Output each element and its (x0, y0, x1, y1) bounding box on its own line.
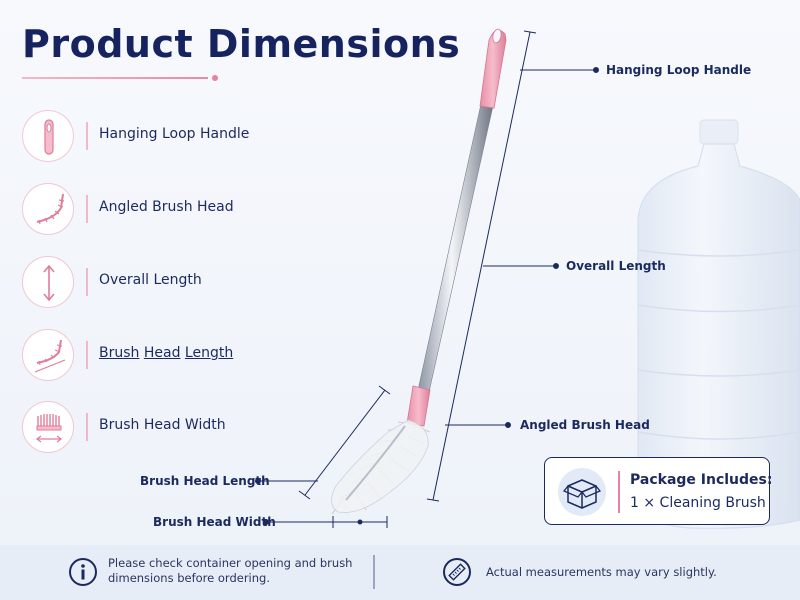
feature-separator (86, 341, 88, 369)
package-heading: Package Includes: (630, 472, 773, 488)
footer-divider (373, 555, 375, 589)
feature-brush-head-length: Brush Head Length (22, 329, 322, 385)
feature-label: Brush Head Width (99, 417, 226, 433)
feature-separator (86, 195, 88, 223)
callout-overall-length: Overall Length (566, 259, 666, 273)
title-underline (22, 77, 208, 79)
package-item: 1 × Cleaning Brush (630, 495, 766, 511)
footer-note-measurements: Actual measurements may vary slightly. (486, 565, 717, 579)
box-icon (558, 468, 606, 516)
feature-separator (86, 122, 88, 150)
footer-bar: Please check container opening and brush… (0, 545, 800, 600)
footer-note-check: Please check container opening and brush… (108, 556, 353, 585)
overall-length-icon (22, 256, 74, 308)
feature-separator (86, 268, 88, 296)
callout-hanging-loop-handle: Hanging Loop Handle (606, 63, 752, 77)
callout-angled-brush-head: Angled Brush Head (520, 418, 650, 432)
brush-head-length-icon (22, 329, 74, 381)
package-separator (618, 471, 620, 513)
feature-angled-brush-head: Angled Brush Head (22, 183, 322, 239)
feature-hanging-loop-handle: Hanging Loop Handle (22, 110, 322, 166)
angled-brush-head-icon (22, 183, 74, 235)
feature-label: Brush Head Length (99, 345, 234, 361)
feature-overall-length: Overall Length (22, 256, 322, 312)
ruler-icon (443, 558, 471, 586)
callout-brush-head-length: Brush Head Length (140, 474, 270, 488)
package-includes-box: Package Includes: 1 × Cleaning Brush (544, 457, 773, 525)
dimension-lines (255, 30, 599, 528)
page-title: Product Dimensions (22, 22, 461, 66)
feature-separator (86, 413, 88, 441)
feature-brush-head-width: Brush Head Width (22, 401, 322, 457)
feature-label: Hanging Loop Handle (99, 126, 250, 142)
feature-label: Angled Brush Head (99, 199, 234, 215)
product-illustration (255, 28, 800, 529)
brush-head-width-icon (22, 401, 74, 453)
feature-label: Overall Length (99, 272, 202, 288)
brush-illustration (331, 28, 507, 515)
title-underline-dot (212, 75, 218, 81)
water-jug-illustration (637, 119, 800, 529)
callout-brush-head-width: Brush Head Width (153, 515, 276, 529)
info-icon (69, 558, 97, 586)
hanging-loop-handle-icon (22, 110, 74, 162)
